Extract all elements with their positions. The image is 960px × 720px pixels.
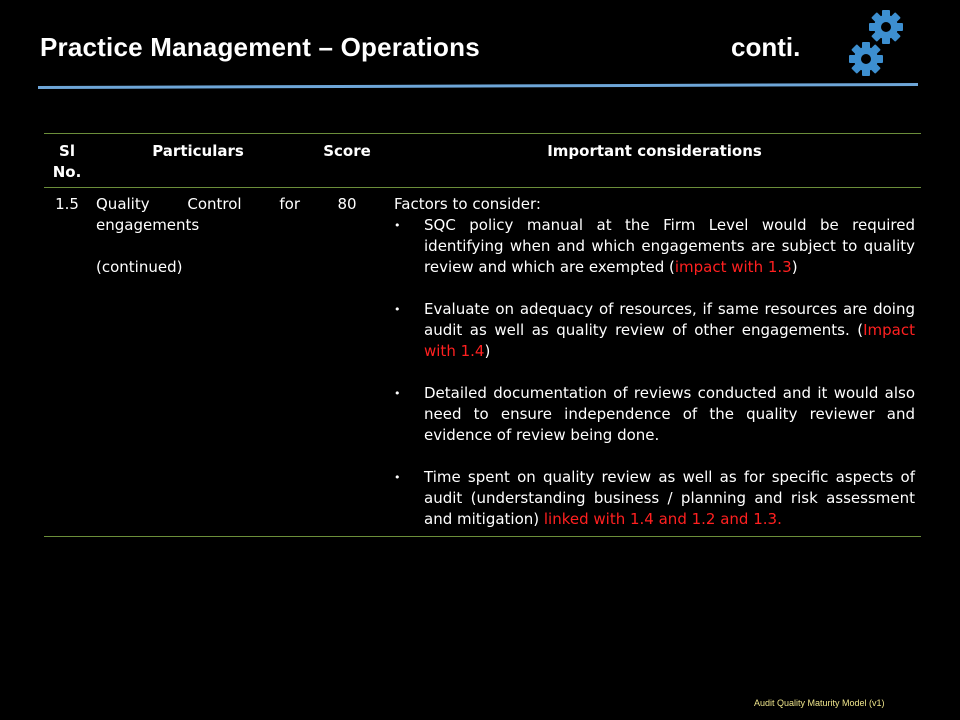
factor-item: • Detailed documentation of reviews cond… [394, 383, 915, 446]
header-important-considerations: Important considerations [388, 133, 921, 188]
header-score: Score [306, 133, 388, 188]
footer-text: Audit Quality Maturity Model (v1) [754, 698, 885, 708]
factor-highlight: linked with 1.4 and 1.2 and 1.3. [543, 510, 782, 528]
row-considerations: Factors to consider: • SQC policy manual… [388, 187, 921, 537]
header-particulars: Particulars [90, 133, 306, 188]
bullet-icon: • [394, 219, 401, 232]
row-score: 80 [306, 187, 388, 537]
title-underline [38, 83, 918, 89]
factor-item: • SQC policy manual at the Firm Level wo… [394, 215, 915, 278]
factor-tail: ) [791, 258, 798, 276]
slide-title-suffix: conti. [731, 32, 801, 62]
particulars-line1: Quality Control for [96, 194, 300, 215]
factor-text: Evaluate on adequacy of resources, if sa… [424, 300, 915, 339]
header-sl-no: Sl No. [44, 133, 90, 188]
particulars-line2: engagements [96, 216, 200, 234]
particulars-word: for [279, 195, 300, 213]
factor-highlight: impact with 1.3 [674, 258, 792, 276]
bullet-icon: • [394, 387, 401, 400]
particulars-word: Quality [96, 195, 150, 213]
factors-list: • SQC policy manual at the Firm Level wo… [394, 215, 915, 530]
bullet-icon: • [394, 303, 401, 316]
factor-text: Time spent on quality review as well as … [424, 468, 915, 528]
row-sl-no: 1.5 [44, 187, 90, 537]
bullet-icon: • [394, 471, 401, 484]
factor-tail: ) [484, 342, 491, 360]
slide-title: Practice Management – Operations [40, 32, 480, 62]
particulars-note: (continued) [96, 258, 183, 276]
row-particulars: Quality Control for engagements (continu… [90, 187, 306, 537]
factor-item: • Time spent on quality review as well a… [394, 467, 915, 530]
factor-highlight: Impact with 1.4 [424, 321, 915, 360]
factor-text: Detailed documentation of reviews conduc… [424, 384, 915, 444]
particulars-word: Control [187, 195, 242, 213]
factor-text: SQC policy manual at the Firm Level woul… [424, 216, 915, 276]
factors-intro: Factors to consider: [394, 195, 541, 213]
table-row: 1.5 Quality Control for engagements (con… [44, 187, 921, 537]
gears-icon [849, 10, 903, 76]
considerations-table: Sl No. Particulars Score Important consi… [44, 133, 921, 537]
factor-item: • Evaluate on adequacy of resources, if … [394, 299, 915, 362]
table-header-row: Sl No. Particulars Score Important consi… [44, 133, 921, 188]
